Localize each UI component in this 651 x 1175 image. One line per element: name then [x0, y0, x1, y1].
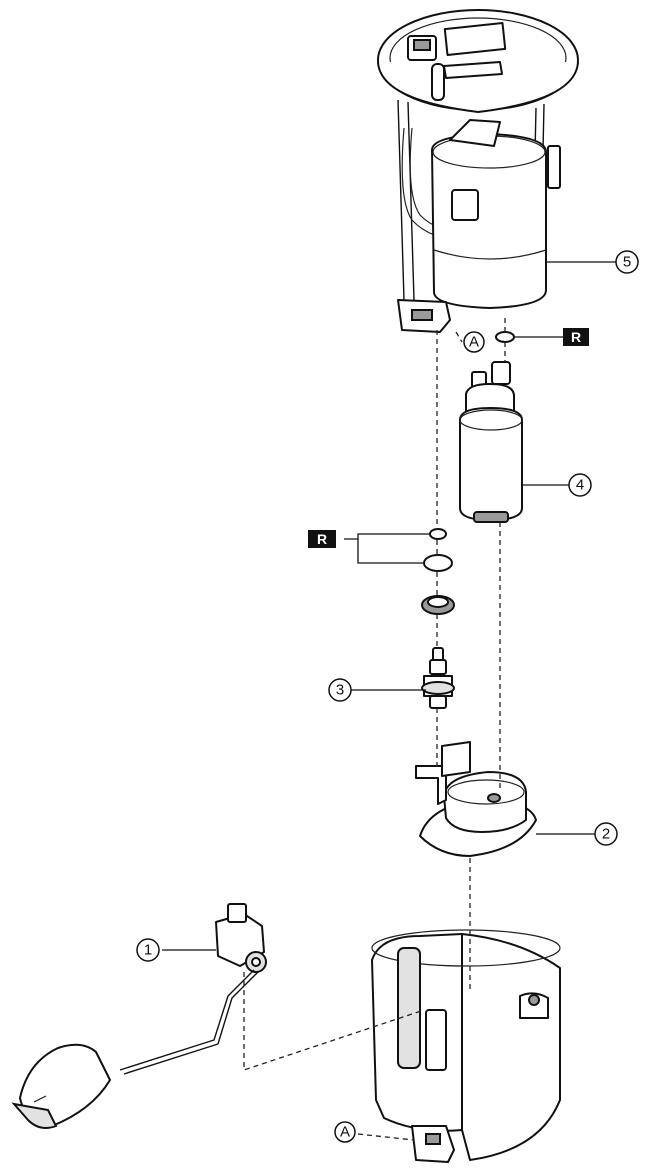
replace-badge-middle-label: R: [317, 531, 327, 547]
callout-ref-a-bottom: A: [334, 1121, 356, 1143]
callout-part-5: 5: [615, 250, 639, 274]
callout-part-1-label: 1: [144, 942, 152, 959]
callout-part-2: 2: [594, 822, 618, 846]
grommet-inner: [427, 596, 449, 608]
callout-part-4: 4: [568, 473, 592, 497]
callout-part-3: 3: [328, 678, 352, 702]
replace-badge-top: R: [563, 328, 589, 346]
fuel-pump-unit-drawing: [377, 9, 579, 333]
callout-part-5-label: 5: [623, 254, 631, 271]
o-ring-large: [423, 554, 453, 572]
callout-ref-a-top-label: A: [469, 334, 479, 351]
pressure-regulator-drawing: [421, 647, 455, 709]
callout-part-3-label: 3: [336, 682, 344, 699]
reservoir-cup-drawing: [371, 929, 561, 1163]
replace-badge-middle: R: [308, 530, 336, 548]
replace-badge-top-label: R: [571, 329, 581, 345]
fuel-gauge-sender-drawing: [11, 903, 267, 1129]
callout-ref-a-bottom-label: A: [340, 1124, 350, 1141]
callout-part-2-label: 2: [602, 826, 610, 843]
callout-ref-a-top: A: [463, 331, 485, 353]
o-ring-small: [429, 528, 447, 540]
lower-case-drawing: [415, 741, 537, 857]
alignment-lines: [243, 318, 506, 1141]
leader-lines: [162, 261, 616, 951]
fuel-pump-motor-drawing: [459, 361, 523, 523]
callout-part-4-label: 4: [576, 477, 584, 494]
o-ring-top: [495, 331, 515, 343]
callout-part-1: 1: [136, 938, 160, 962]
